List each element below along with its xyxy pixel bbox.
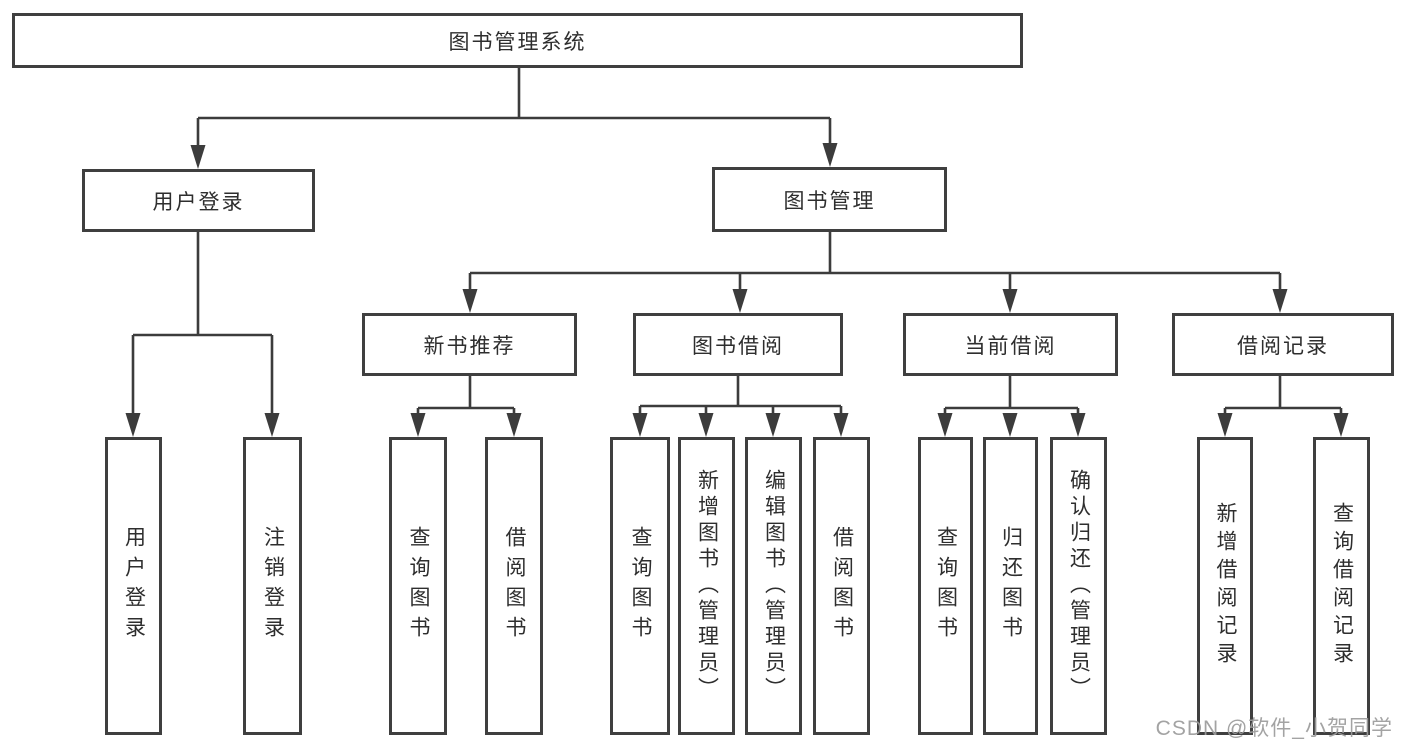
node-new-book-recommendation-label: 新书推荐 [423,334,516,358]
leaf-borrowing-query-books: 查询图书 [610,437,670,735]
leaf-current-query-books: 查询图书 [918,437,973,735]
node-user-login-label: 用户登录 [152,190,245,214]
node-current-borrowing-label: 当前借阅 [964,334,1057,358]
leaf-newbooks-query-books-label: 查询图书 [407,526,430,646]
root-node-library-management-system: 图书管理系统 [12,13,1023,68]
leaf-newbooks-borrow-books-label: 借阅图书 [503,526,526,646]
leaf-add-books-admin: 新增图书（管理员） [678,437,735,735]
leaf-user-login: 用户登录 [105,437,162,735]
leaf-edit-books-admin: 编辑图书（管理员） [745,437,802,735]
leaf-return-books: 归还图书 [983,437,1038,735]
leaf-add-borrow-record: 新增借阅记录 [1197,437,1253,735]
csdn-watermark: CSDN @软件_小贺同学 [1155,717,1393,740]
node-borrowing-records: 借阅记录 [1172,313,1394,376]
node-book-borrowing: 图书借阅 [633,313,843,376]
node-user-login: 用户登录 [82,169,315,232]
leaf-newbooks-borrow-books: 借阅图书 [485,437,543,735]
leaf-query-borrow-record: 查询借阅记录 [1313,437,1370,735]
leaf-borrowing-borrow-books-label: 借阅图书 [830,526,854,646]
node-current-borrowing: 当前借阅 [903,313,1118,376]
leaf-user-login-label: 用户登录 [122,526,146,646]
leaf-return-books-label: 归还图书 [999,526,1023,646]
leaf-add-borrow-record-label: 新增借阅记录 [1214,502,1237,670]
leaf-logout-label: 注销登录 [261,526,285,646]
leaf-logout: 注销登录 [243,437,302,735]
leaf-borrowing-query-books-label: 查询图书 [629,526,652,646]
leaf-confirm-return-admin: 确认归还（管理员） [1050,437,1107,735]
leaf-borrowing-borrow-books: 借阅图书 [813,437,870,735]
leaf-query-borrow-record-label: 查询借阅记录 [1330,502,1354,670]
leaf-current-query-books-label: 查询图书 [934,526,958,646]
leaf-add-books-admin-label: 新增图书（管理员） [695,469,719,703]
node-borrowing-records-label: 借阅记录 [1237,334,1329,358]
leaf-confirm-return-admin-label: 确认归还（管理员） [1067,469,1091,703]
node-book-management: 图书管理 [712,167,947,232]
root-node-label: 图书管理系统 [448,30,587,54]
leaf-edit-books-admin-label: 编辑图书（管理员） [762,469,786,703]
leaf-newbooks-query-books: 查询图书 [389,437,447,735]
node-book-borrowing-label: 图书借阅 [692,334,784,358]
arrowheads [125,143,1349,437]
node-new-book-recommendation: 新书推荐 [362,313,577,376]
node-book-management-label: 图书管理 [783,189,876,213]
